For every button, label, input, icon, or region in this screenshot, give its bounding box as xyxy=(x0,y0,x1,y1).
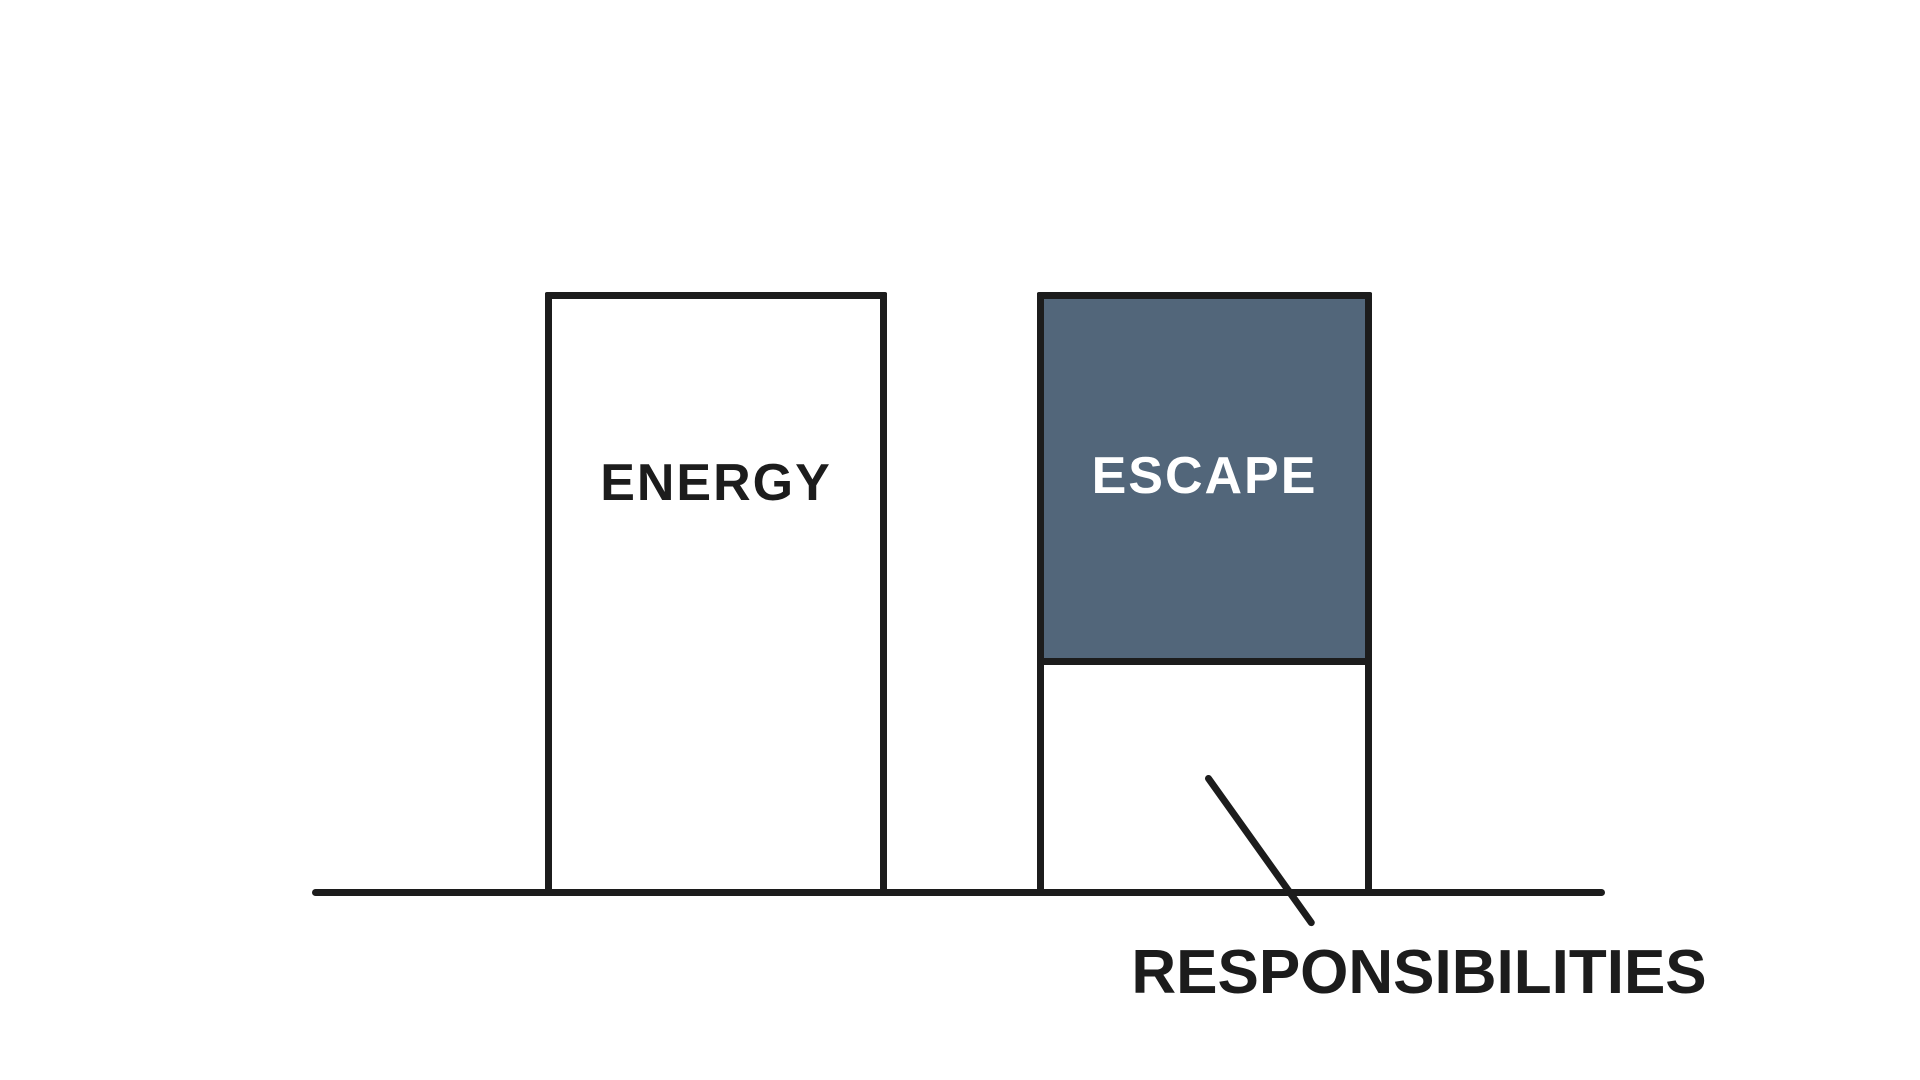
energy-bar: ENERGY xyxy=(545,292,887,892)
responsibilities-label: RESPONSIBILITIES xyxy=(1131,938,1707,1007)
responsibilities-segment xyxy=(1044,672,1365,892)
escape-bar: ESCAPE xyxy=(1037,292,1372,892)
x-axis-baseline xyxy=(312,889,1605,896)
escape-bar-label: ESCAPE xyxy=(1091,447,1318,505)
escape-filled-segment xyxy=(1044,299,1365,665)
energy-bar-label: ENERGY xyxy=(600,454,832,512)
